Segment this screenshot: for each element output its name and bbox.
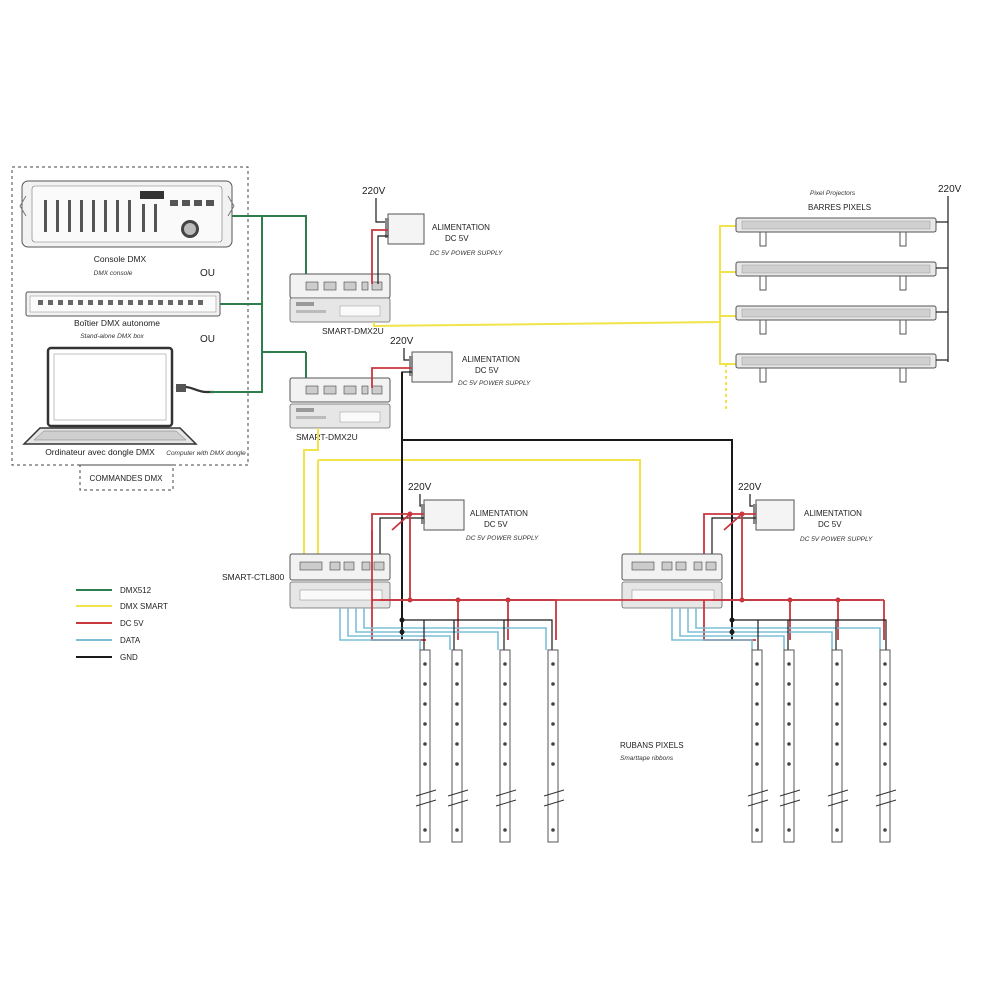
legend-label-dc5v: DC 5V <box>120 619 144 628</box>
legend-label-data: DATA <box>120 636 141 645</box>
computer-label: Ordinateur avec dongle DMX <box>45 447 155 457</box>
ribbon-6 <box>779 649 801 843</box>
legend-label-gnd: GND <box>120 653 138 662</box>
console-label: Console DMX <box>94 254 147 264</box>
power-supply-2 <box>409 351 453 383</box>
box-label-en: Stand-alone DMX box <box>80 333 144 340</box>
power-supply-4 <box>753 499 795 531</box>
dmx-commands-label: COMMANDES DMX <box>90 474 164 483</box>
ribbon-5 <box>747 649 769 843</box>
ps1-subtitle: DC 5V <box>445 234 469 243</box>
projectors-voltage: 220V <box>938 184 962 195</box>
right-ribbon-wiring <box>671 511 887 650</box>
ps4-voltage: 220V <box>738 482 762 493</box>
dmx-console <box>19 180 235 248</box>
pixel-bar-3 <box>735 305 948 335</box>
or-label-1: OU <box>200 268 215 279</box>
dmx512-wiring <box>210 215 307 393</box>
projectors-title: BARRES PIXELS <box>808 203 871 212</box>
pixel-bar-4 <box>735 353 948 383</box>
ribbon-8 <box>875 649 897 843</box>
dmx-smart-wiring <box>303 225 736 568</box>
dmx2u-b-label: SMART-DMX2U <box>296 432 358 442</box>
ribbon-1 <box>415 649 437 843</box>
box-label: Boîtier DMX autonome <box>74 318 160 328</box>
legend: DMX512 DMX SMART DC 5V DATA GND <box>76 586 168 662</box>
ribbon-4 <box>543 649 565 843</box>
smart-dmx2u-b <box>289 377 391 429</box>
pixel-ribbons <box>415 649 897 843</box>
ps3-title: ALIMENTATION <box>470 509 528 518</box>
ribbon-2 <box>447 649 469 843</box>
dmx-commands-tab <box>79 464 174 491</box>
ribbon-7 <box>827 649 849 843</box>
projectors-title-en: Pixel Projectors <box>810 190 856 197</box>
ps4-subtitle-en: DC 5V POWER SUPPLY <box>800 536 873 543</box>
ps1-voltage: 220V <box>362 186 386 197</box>
console-label-en: DMX console <box>94 270 133 277</box>
legend-label-dmx-smart: DMX SMART <box>120 602 168 611</box>
ps4-subtitle: DC 5V <box>818 520 842 529</box>
ps3-subtitle-en: DC 5V POWER SUPPLY <box>466 535 539 542</box>
ps2-subtitle-en: DC 5V POWER SUPPLY <box>458 380 531 387</box>
ctl800-label: SMART-CTL800 <box>222 572 284 582</box>
dmx2u-a-label: SMART-DMX2U <box>322 326 384 336</box>
smart-dmx2u-a <box>289 273 391 323</box>
laptop-computer <box>22 346 214 445</box>
pixel-bar-1 <box>735 217 948 247</box>
computer-label-en: Computer with DMX dongle <box>166 450 246 457</box>
smart-ctl800-left <box>289 553 391 609</box>
pixel-bar-2 <box>735 261 948 291</box>
standalone-dmx-box <box>25 291 221 317</box>
ps1-title: ALIMENTATION <box>432 223 490 232</box>
ps2-subtitle: DC 5V <box>475 366 499 375</box>
ribbons-title: RUBANS PIXELS <box>620 741 684 750</box>
ribbon-3 <box>495 649 517 843</box>
legend-label-dmx512: DMX512 <box>120 586 152 595</box>
ps3-voltage: 220V <box>408 482 432 493</box>
ps2-title: ALIMENTATION <box>462 355 520 364</box>
ribbons-title-en: Smarttape ribbons <box>620 755 674 762</box>
or-label-2: OU <box>200 334 215 345</box>
gnd-trunk <box>401 372 733 640</box>
ps4-title: ALIMENTATION <box>804 509 862 518</box>
left-ribbon-wiring <box>339 511 880 650</box>
smart-ctl800-right <box>621 553 723 609</box>
ps1-subtitle-en: DC 5V POWER SUPPLY <box>430 250 503 257</box>
power-supply-3 <box>421 499 465 531</box>
dmx-commands-frame <box>11 166 249 466</box>
ps3-subtitle: DC 5V <box>484 520 508 529</box>
power-supply-1 <box>385 213 425 245</box>
ps2-voltage: 220V <box>390 336 414 347</box>
